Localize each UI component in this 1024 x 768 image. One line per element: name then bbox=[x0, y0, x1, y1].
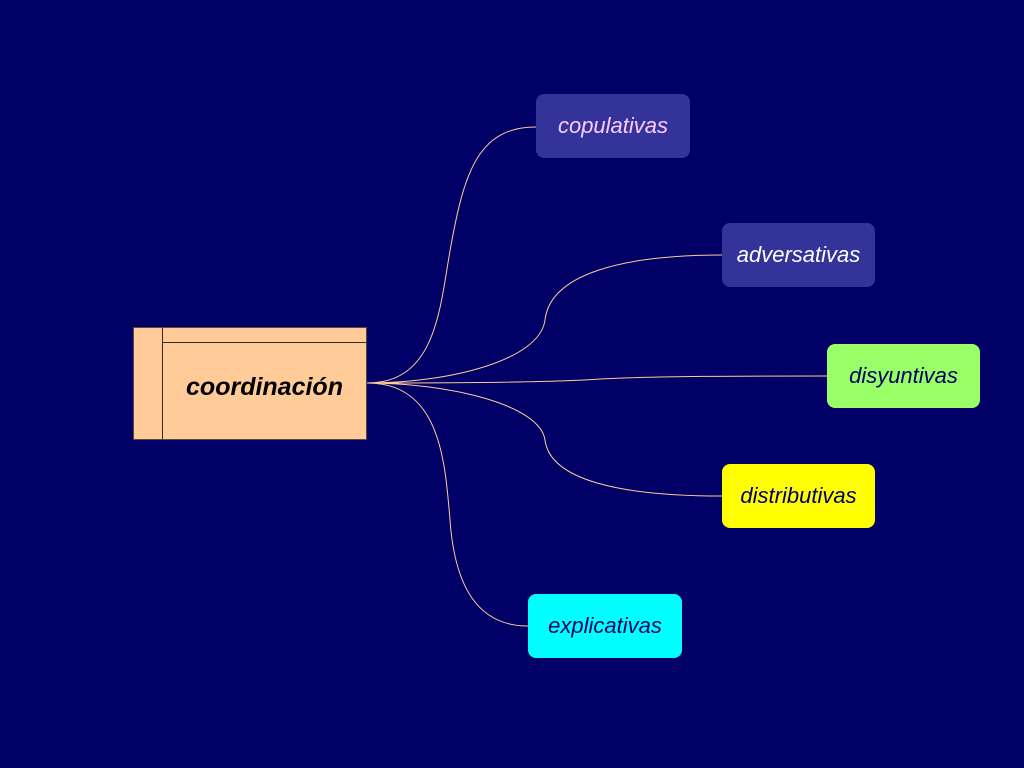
node-copulativas: copulativas bbox=[536, 94, 690, 158]
node-label-distributivas: distributivas bbox=[740, 483, 857, 508]
central-node-label: coordinación bbox=[186, 373, 343, 401]
connector-disyuntivas bbox=[366, 375, 828, 384]
node-label-explicativas: explicativas bbox=[548, 613, 662, 638]
connector-explicativas bbox=[366, 382, 529, 627]
central-node-coordinacion: coordinación bbox=[133, 327, 367, 440]
connector-adversativas bbox=[366, 254, 723, 384]
connector-copulativas bbox=[366, 126, 537, 384]
central-node-horizontal-rule bbox=[162, 342, 366, 343]
node-adversativas: adversativas bbox=[722, 223, 875, 287]
central-node-vertical-rule bbox=[162, 328, 163, 439]
node-explicativas: explicativas bbox=[528, 594, 682, 658]
node-label-disyuntivas: disyuntivas bbox=[849, 363, 958, 388]
connector-distributivas bbox=[366, 382, 723, 497]
node-distributivas: distributivas bbox=[722, 464, 875, 528]
node-label-copulativas: copulativas bbox=[557, 113, 669, 138]
node-disyuntivas: disyuntivas bbox=[827, 344, 980, 408]
node-label-adversativas: adversativas bbox=[736, 242, 861, 267]
